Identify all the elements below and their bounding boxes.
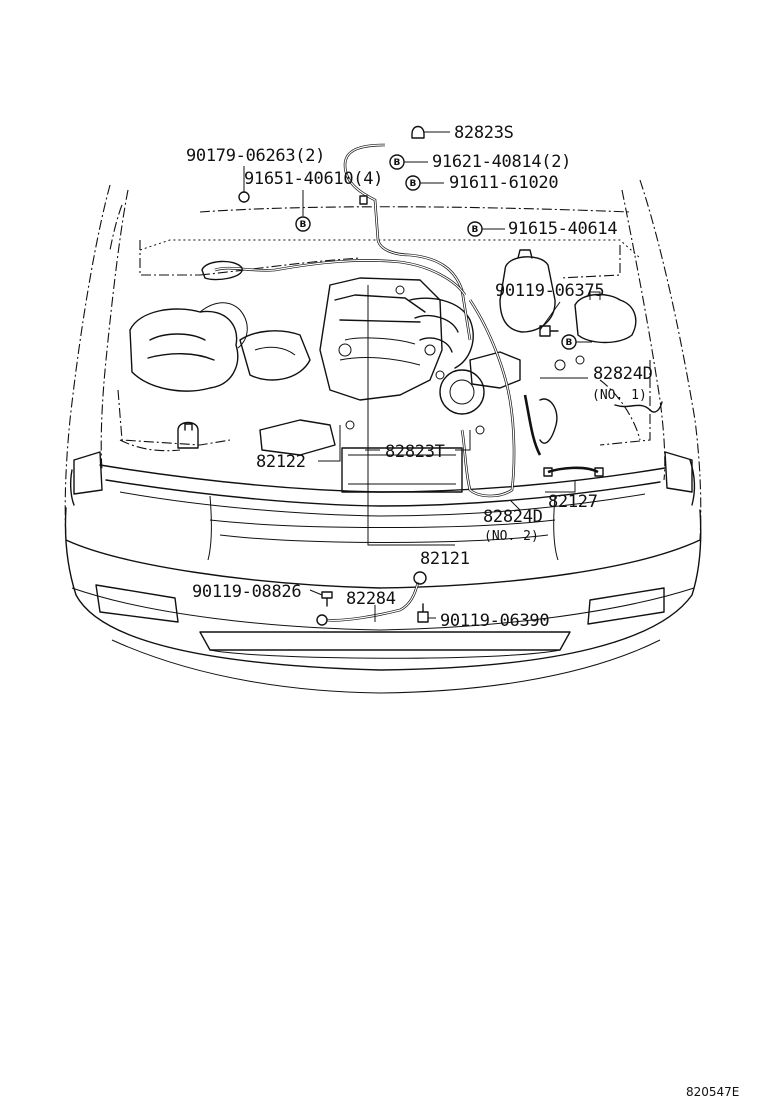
engine-assembly [117,249,651,493]
part-label-90119-08826: 90119-08826 [192,582,301,602]
clip-icon [359,195,368,205]
diagram-reference-code: 820547E [686,1085,739,1099]
bolt-symbol-icon: B [405,175,421,191]
bolt-symbol-icon: B [389,154,405,170]
part-labels: 82823S 90179-06263(2) 91621-40814(2) 916… [186,123,653,631]
part-label-91615-40614: 91615-40614 [508,219,617,239]
part-label-91611-61020: 91611-61020 [449,173,558,193]
bolt-symbol-icon: B [295,216,311,232]
part-label-82122: 82122 [256,452,306,472]
part-label-82823S: 82823S [454,123,514,143]
bolt-icon [321,591,333,607]
part-label-91651-40610: 91651-40610(4) [244,169,383,189]
part-label-90119-06375: 90119-06375 [495,281,604,301]
bolt-icon [417,603,429,623]
nut-icon [238,191,250,203]
svg-text:B: B [472,225,479,235]
part-label-82823T: 82823T [385,442,445,462]
part-label-90119-06390: 90119-06390 [440,611,549,631]
part-label-82127: 82127 [548,492,598,512]
part-label-91621-40814: 91621-40814(2) [432,152,571,172]
svg-text:B: B [394,158,401,168]
svg-text:B: B [410,179,417,189]
fasteners: B B B B B [238,125,577,623]
clip-icon [411,125,425,139]
leader-lines [243,131,592,622]
bolt-symbol-icon: B [561,334,577,350]
svg-text:B: B [566,338,573,348]
bolt-symbol-icon: B [467,221,483,237]
wire-harnesses [201,143,663,626]
part-label-82824D-no2: 82824D [483,507,543,527]
part-label-90179-06263: 90179-06263(2) [186,146,325,166]
part-label-82121: 82121 [420,549,470,569]
bolt-icon [539,325,559,337]
vehicle-body-outline [64,179,702,694]
part-label-82284: 82284 [346,589,396,609]
svg-text:B: B [300,220,307,230]
part-label-82824D-no2-sub: (NO. 2) [484,529,539,544]
part-label-82824D-no1: 82824D [593,364,653,384]
part-label-82824D-no1-sub: (NO. 1) [592,388,647,403]
